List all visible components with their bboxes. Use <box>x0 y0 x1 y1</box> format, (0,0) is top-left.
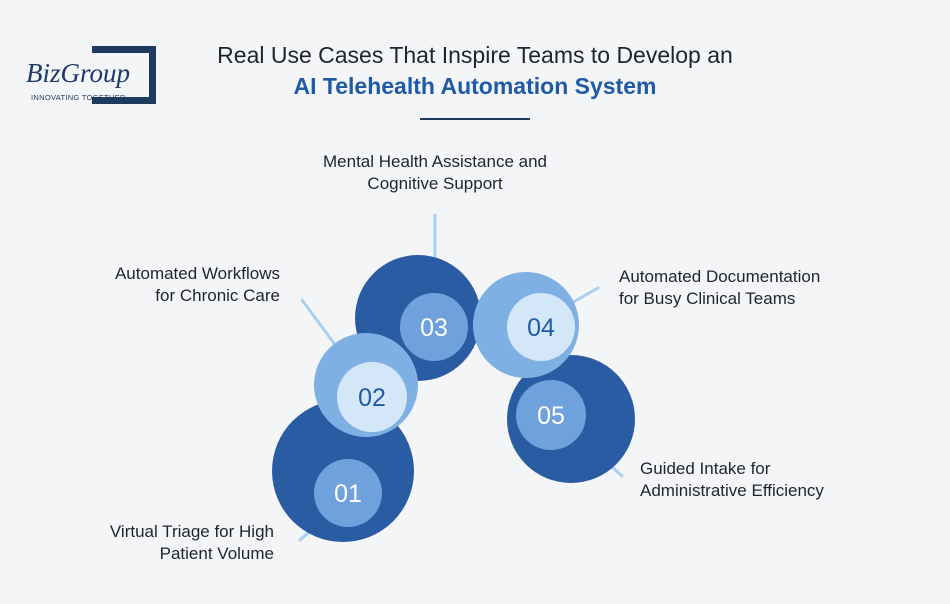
inner-circle-05 <box>516 380 586 450</box>
number-label-02: 02 <box>358 384 386 412</box>
use-case-01-line1: Virtual Triage for High <box>109 522 274 541</box>
circle-group-02: 02 <box>314 333 418 437</box>
number-label-01: 01 <box>334 480 362 508</box>
page-title-line1: Real Use Cases That Inspire Teams to Dev… <box>217 42 733 68</box>
use-case-01-line2: Patient Volume <box>159 544 274 563</box>
page-title-line2: AI Telehealth Automation System <box>293 73 657 99</box>
circle-group-05: 05 <box>507 355 635 483</box>
use-case-02-line2: for Chronic Care <box>155 286 280 305</box>
inner-circle-01 <box>314 459 382 527</box>
logo-tagline: INNOVATING TOGETHER <box>31 93 126 102</box>
number-label-05: 05 <box>537 402 565 430</box>
number-label-03: 03 <box>420 314 448 342</box>
use-case-05-line1: Guided Intake for <box>640 459 771 478</box>
logo-wordmark: BizGroup <box>26 58 131 88</box>
use-case-04-line2: for Busy Clinical Teams <box>619 289 796 308</box>
use-case-label-05: Guided Intake for Administrative Efficie… <box>640 458 824 502</box>
title-divider <box>420 118 530 120</box>
use-case-label-02: Automated Workflows for Chronic Care <box>115 263 280 307</box>
use-case-02-line1: Automated Workflows <box>114 264 280 283</box>
circle-group-01: 01 <box>272 400 414 542</box>
inner-circle-02 <box>337 362 407 432</box>
number-label-04: 04 <box>527 314 555 342</box>
use-case-04-line1: Automated Documentation <box>619 267 821 286</box>
circle-group-04: 04 <box>473 272 579 378</box>
use-case-03-line2: Cognitive Support <box>367 174 503 193</box>
use-case-label-01: Virtual Triage for High Patient Volume <box>110 521 274 565</box>
logo-frame-shape <box>92 46 156 104</box>
use-case-label-04: Automated Documentation for Busy Clinica… <box>619 266 820 310</box>
use-case-label-03: Mental Health Assistance and Cognitive S… <box>285 151 585 195</box>
inner-circle-04 <box>507 293 575 361</box>
inner-circle-03 <box>400 293 468 361</box>
bizgroup-logo: BizGroup INNOVATING TOGETHER <box>22 46 162 108</box>
use-case-03-line1: Mental Health Assistance and <box>323 152 547 171</box>
use-case-05-line2: Administrative Efficiency <box>640 481 824 500</box>
